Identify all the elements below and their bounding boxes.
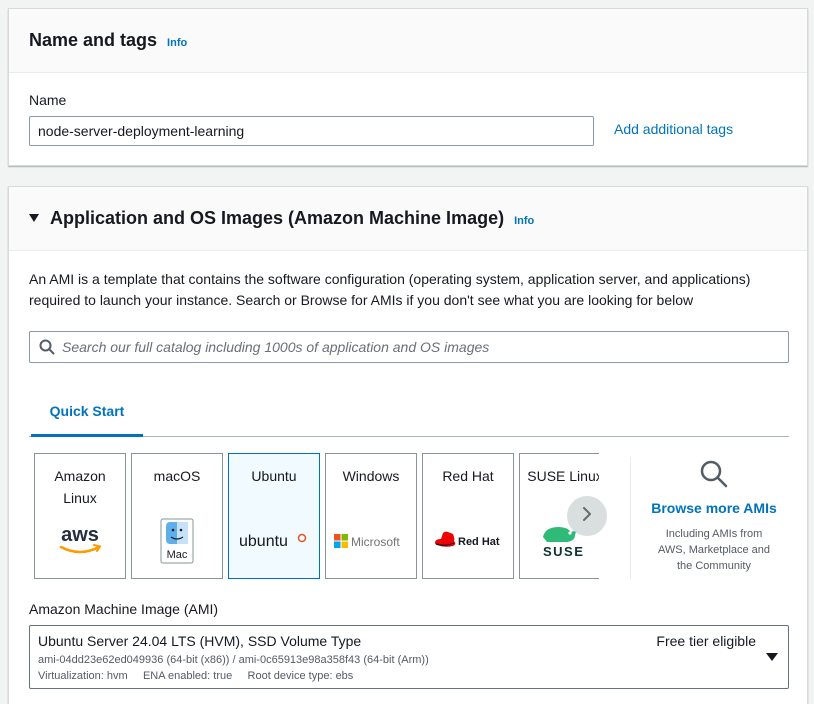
name-label: Name xyxy=(29,92,67,108)
suse-logo-icon: SUSE xyxy=(520,516,599,566)
microsoft-logo-text: Microsoft xyxy=(351,535,400,549)
os-tile-label: Amazon Linux xyxy=(35,465,125,509)
browse-subtext-line: Including AMIs from xyxy=(665,528,763,540)
os-tile-label-line: Windows xyxy=(342,468,400,484)
panel-title-row: Name and tags Info xyxy=(29,30,187,51)
ami-search-input[interactable] xyxy=(62,339,762,355)
browse-more-amis[interactable]: Browse more AMIs Including AMIs from AWS… xyxy=(639,459,789,574)
ami-selected-name: Ubuntu Server 24.04 LTS (HVM), SSD Volum… xyxy=(38,633,362,649)
os-tile-label: Red Hat xyxy=(423,465,513,487)
free-tier-badge: Free tier eligible xyxy=(656,633,756,649)
os-tiles-strip: Amazon Linux aws macOS xyxy=(34,453,599,579)
os-tile-ubuntu[interactable]: Ubuntu ubuntu xyxy=(228,453,320,579)
os-tile-amazon-linux[interactable]: Amazon Linux aws xyxy=(34,453,126,579)
name-and-tags-panel: Name and tags Info Name Add additional t… xyxy=(8,8,808,166)
os-tile-label-line: macOS xyxy=(153,468,201,484)
ami-meta: Virtualization: hvm ENA enabled: true Ro… xyxy=(38,670,354,682)
add-additional-tags-link[interactable]: Add additional tags xyxy=(614,121,734,137)
panel-header: Application and OS Images (Amazon Machin… xyxy=(9,187,807,251)
panel-title-row[interactable]: Application and OS Images (Amazon Machin… xyxy=(29,208,534,229)
ami-select-label: Amazon Machine Image (AMI) xyxy=(29,601,219,617)
ami-panel: Application and OS Images (Amazon Machin… xyxy=(8,186,808,704)
ami-search-box[interactable] xyxy=(29,331,789,363)
ami-tab-bar: Quick Start xyxy=(29,387,789,437)
os-tile-label: Ubuntu xyxy=(229,465,319,487)
aws-logo-icon: aws xyxy=(35,516,125,566)
ami-section-title: Application and OS Images (Amazon Machin… xyxy=(50,208,505,228)
browse-subtext-line: the Community xyxy=(677,560,751,572)
search-icon xyxy=(32,332,62,362)
os-tile-label-line: Red Hat xyxy=(442,468,494,484)
collapse-caret-icon[interactable] xyxy=(29,214,39,222)
name-tags-title: Name and tags xyxy=(29,30,158,50)
os-tile-label-line: Ubuntu xyxy=(251,468,297,484)
panel-header: Name and tags Info xyxy=(9,9,807,73)
redhat-logo-icon: Red Hat xyxy=(423,516,513,566)
redhat-logo-text: Red Hat xyxy=(458,536,500,548)
ami-ids: ami-04dd23e62ed049936 (64-bit (x86)) / a… xyxy=(38,654,429,666)
name-input[interactable] xyxy=(29,116,594,146)
browse-more-subtext: Including AMIs from AWS, Marketplace and… xyxy=(639,526,789,574)
aws-logo-text: aws xyxy=(61,524,99,546)
os-tile-red-hat[interactable]: Red Hat Red Hat xyxy=(422,453,514,579)
caret-down-icon xyxy=(766,653,778,661)
os-tile-label: Windows xyxy=(326,465,416,487)
os-tile-label: SUSE Linux xyxy=(520,465,599,487)
os-tile-label: macOS xyxy=(132,465,222,487)
ami-info-link[interactable]: Info xyxy=(514,215,535,227)
mac-logo-text: Mac xyxy=(167,549,188,561)
os-tile-label-line: SUSE Linux xyxy=(527,468,599,484)
tiles-scroll-next-button[interactable] xyxy=(567,496,607,536)
ubuntu-logo-text: ubuntu xyxy=(239,533,288,550)
suse-logo-text: SUSE xyxy=(543,544,584,559)
ami-description-line: required to launch your instance. Search… xyxy=(29,292,694,308)
browse-more-amis-link[interactable]: Browse more AMIs xyxy=(651,500,777,516)
ubuntu-logo-icon: ubuntu xyxy=(229,516,319,566)
os-tile-label-line: Amazon xyxy=(54,468,106,484)
ami-description: An AMI is a template that contains the s… xyxy=(29,269,789,311)
tiles-divider xyxy=(630,457,631,579)
browse-subtext-line: AWS, Marketplace and xyxy=(657,544,771,556)
os-tile-macos[interactable]: macOS Mac xyxy=(131,453,223,579)
mac-finder-icon: Mac xyxy=(132,516,222,566)
os-tile-label-line: Linux xyxy=(63,490,97,506)
microsoft-logo-icon: Microsoft xyxy=(326,516,416,566)
tab-quick-start[interactable]: Quick Start xyxy=(31,387,143,437)
ami-description-line: An AMI is a template that contains the s… xyxy=(29,271,751,287)
magnifier-icon xyxy=(699,460,729,493)
os-tile-windows[interactable]: Windows Microsoft xyxy=(325,453,417,579)
ami-select[interactable]: Ubuntu Server 24.04 LTS (HVM), SSD Volum… xyxy=(29,625,789,689)
chevron-right-icon xyxy=(582,506,592,526)
name-tags-info-link[interactable]: Info xyxy=(167,37,188,49)
